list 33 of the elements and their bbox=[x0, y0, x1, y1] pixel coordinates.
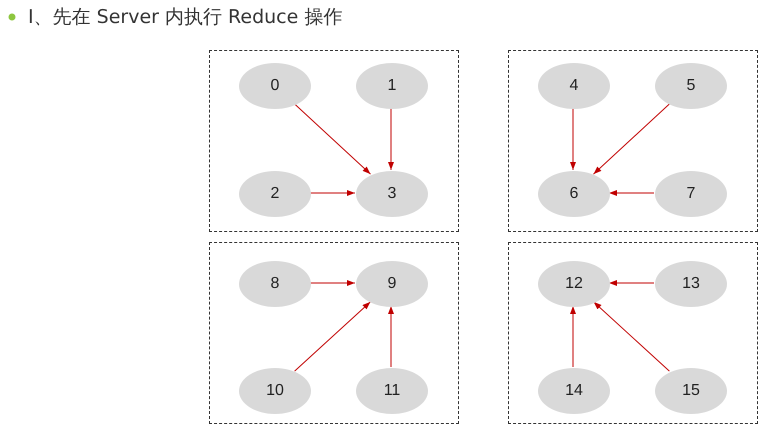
node-ellipse: 7 bbox=[655, 171, 727, 217]
node-ellipse: 4 bbox=[538, 63, 610, 109]
arrow bbox=[310, 190, 356, 196]
node-ellipse: 8 bbox=[239, 261, 311, 307]
title: I、先在 Server 内执行 Reduce 操作 bbox=[28, 5, 342, 30]
node-ellipse: 9 bbox=[356, 261, 428, 307]
node-ellipse: 2 bbox=[239, 171, 311, 217]
dashed-frame bbox=[508, 50, 758, 232]
node-ellipse: 3 bbox=[356, 171, 428, 217]
node-ellipse: 10 bbox=[239, 368, 311, 414]
arrow bbox=[570, 306, 576, 368]
node-ellipse: 15 bbox=[655, 368, 727, 414]
arrow bbox=[388, 306, 394, 368]
arrow bbox=[570, 108, 576, 170]
arrow bbox=[294, 103, 371, 175]
dashed-frame bbox=[209, 50, 459, 232]
dashed-frame bbox=[508, 242, 758, 424]
arrow bbox=[593, 103, 670, 175]
arrow bbox=[608, 280, 654, 286]
node-ellipse: 6 bbox=[538, 171, 610, 217]
node-ellipse: 13 bbox=[655, 261, 727, 307]
arrow bbox=[388, 108, 394, 170]
arrow bbox=[310, 280, 356, 286]
node-ellipse: 11 bbox=[356, 368, 428, 414]
arrow bbox=[294, 301, 371, 372]
node-ellipse: 0 bbox=[239, 63, 311, 109]
node-ellipse: 14 bbox=[538, 368, 610, 414]
node-ellipse: 1 bbox=[356, 63, 428, 109]
arrow bbox=[608, 190, 654, 196]
dashed-frame bbox=[209, 242, 459, 424]
node-ellipse: 5 bbox=[655, 63, 727, 109]
node-ellipse: 12 bbox=[538, 261, 610, 307]
arrow bbox=[593, 301, 670, 372]
